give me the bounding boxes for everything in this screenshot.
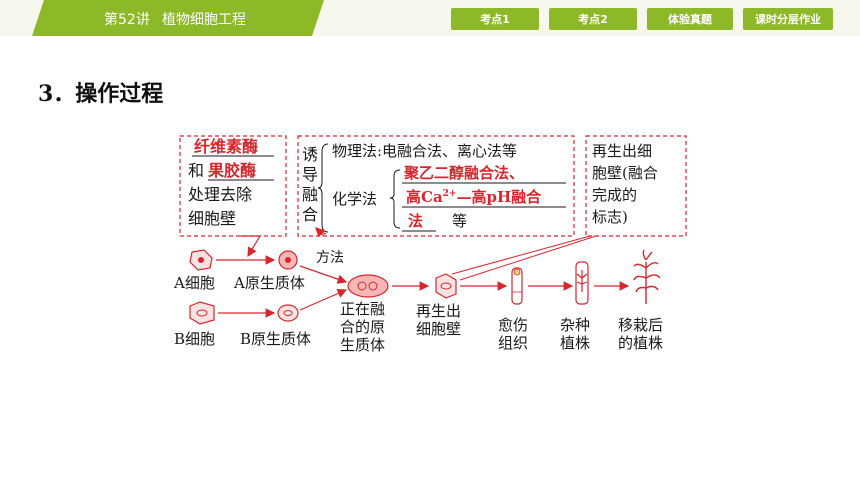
fusing-protoplast bbox=[347, 274, 389, 298]
callus-label-1: 愈伤 bbox=[498, 316, 528, 334]
regen-line-4: 标志) bbox=[592, 208, 628, 226]
tab-kaodian-2[interactable]: 考点2 bbox=[549, 8, 637, 30]
label-a-protoplast: A原生质体 bbox=[233, 274, 305, 292]
nav-tabs: 考点1 考点2 体验真题 课时分层作业 bbox=[451, 8, 833, 30]
regen-cell bbox=[435, 273, 457, 299]
induce-char-3: 融 bbox=[302, 185, 318, 204]
regen-line-1: 再生出细 bbox=[592, 142, 652, 160]
regen-line-3: 完成的 bbox=[592, 186, 637, 204]
regen-label-2: 细胞壁 bbox=[416, 320, 461, 338]
enzyme-cellulase: 纤维素酶 bbox=[194, 137, 258, 156]
label-b-protoplast: B原生质体 bbox=[240, 330, 311, 348]
fusing-line-1: 正在融 bbox=[340, 300, 385, 318]
induce-char-1: 诱 bbox=[302, 145, 318, 164]
fusing-line-2: 合的原 bbox=[340, 318, 385, 336]
regen-pointer-2 bbox=[459, 235, 597, 281]
callus-label-2: 组织 bbox=[498, 334, 528, 352]
chemical-label: 化学法 bbox=[332, 190, 377, 208]
b-protoplast bbox=[277, 304, 299, 322]
lesson-number: 第52讲 bbox=[104, 12, 150, 28]
enzyme-wall: 细胞壁 bbox=[188, 209, 236, 228]
callus-tube bbox=[511, 267, 523, 305]
transplant-label-1: 移栽后 bbox=[618, 316, 663, 334]
tab-real-exam[interactable]: 体验真题 bbox=[647, 8, 733, 30]
physical-method: 物理法:电融合法、离心法等 bbox=[332, 142, 517, 160]
label-b-cell: B细胞 bbox=[174, 330, 215, 348]
hybrid-label-2: 植株 bbox=[560, 334, 590, 352]
enzyme-treat: 处理去除 bbox=[188, 185, 252, 204]
enzyme-box: 纤维素酶 和 果胶酶 处理去除 细胞壁 bbox=[179, 135, 287, 237]
lesson-banner: 第52讲 植物细胞工程 bbox=[32, 0, 324, 36]
chem-deng: 等 bbox=[452, 212, 467, 230]
induce-box: 诱 导 融 合 物理法:电融合法、离心法等 化学法 聚乙二醇融合法、 高Ca2+… bbox=[297, 135, 575, 237]
induce-char-4: 合 bbox=[302, 205, 318, 224]
tab-kaodian-1[interactable]: 考点1 bbox=[451, 8, 539, 30]
b-cell bbox=[189, 301, 215, 325]
hybrid-label-1: 杂种 bbox=[560, 316, 590, 334]
a-protoplast bbox=[278, 250, 298, 270]
induce-char-2: 导 bbox=[302, 165, 318, 184]
transplant-label-2: 的植株 bbox=[618, 334, 663, 352]
tab-homework[interactable]: 课时分层作业 bbox=[743, 8, 833, 30]
fusion-process-diagram: 纤维素酶 和 果胶酶 处理去除 细胞壁 诱 导 融 合 物理法:电融合法、离心法… bbox=[173, 135, 687, 354]
lesson-title: 植物细胞工程 bbox=[162, 12, 246, 28]
transplant-plant bbox=[633, 249, 661, 304]
top-bar: 第52讲 植物细胞工程 考点1 考点2 体验真题 课时分层作业 bbox=[0, 0, 860, 36]
regen-box: 再生出细 胞壁(融合 完成的 标志) bbox=[585, 135, 687, 237]
enzyme-pectinase: 果胶酶 bbox=[207, 161, 256, 180]
chem-ca: 高Ca2+—高pH融合 bbox=[406, 188, 542, 206]
enzyme-pointer bbox=[240, 235, 262, 258]
regen-label-1: 再生出 bbox=[416, 302, 461, 320]
chem-fa: 法 bbox=[408, 212, 423, 230]
fusing-line-3: 生质体 bbox=[340, 336, 385, 354]
regen-line-2: 胞壁(融合 bbox=[592, 164, 658, 182]
chem-peg: 聚乙二醇融合法、 bbox=[403, 164, 524, 182]
a-cell bbox=[189, 249, 213, 271]
hybrid-tube bbox=[575, 261, 589, 305]
label-a-cell: A细胞 bbox=[173, 274, 215, 292]
method-label: 方法 bbox=[316, 250, 344, 266]
section-heading: 3．操作过程 bbox=[38, 81, 164, 107]
enzyme-and: 和 bbox=[188, 161, 204, 180]
regen-pointer-1 bbox=[451, 235, 591, 275]
